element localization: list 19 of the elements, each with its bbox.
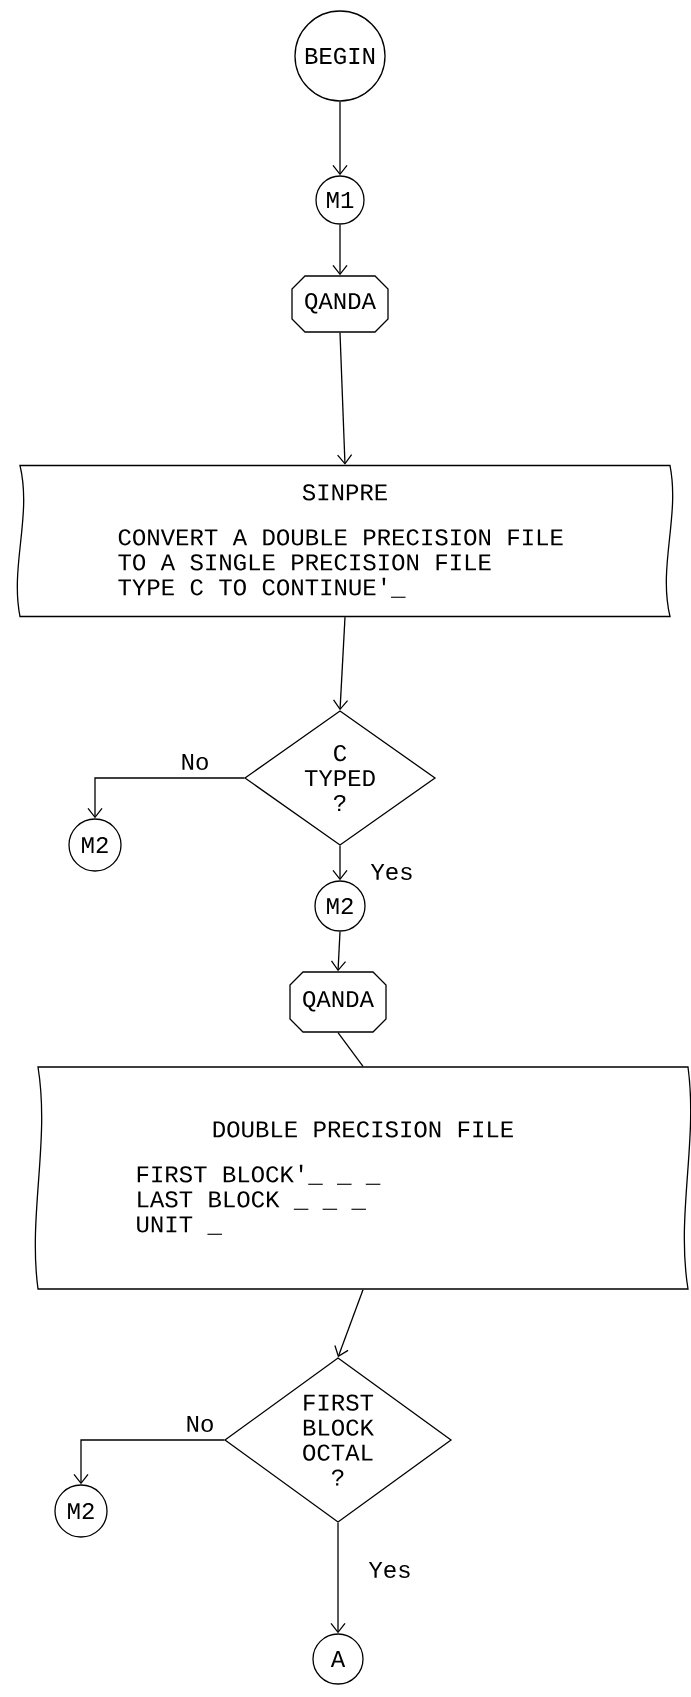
arrow: [332, 224, 348, 276]
edge-label: Yes: [367, 1561, 413, 1580]
arrow: [337, 332, 353, 465]
document-box: SINPRE CONVERT A DOUBLE PRECISION FILE TO A SINGLE PRECISION FILE TYPE C TO CONTINUE'_: [16, 464, 674, 618]
edge-label: Yes: [369, 863, 415, 882]
arrow: [87, 777, 245, 819]
edge-label: No: [184, 1415, 216, 1434]
document-box: DOUBLE PRECISION FILE FIRST BLOCK'_ _ _ LAST BLOCK _ _ _ UNIT _: [34, 1066, 691, 1290]
octagon-box: QANDA: [291, 275, 389, 333]
arrow: [330, 931, 347, 972]
octagon-box: QANDA: [289, 971, 387, 1033]
edge-label: No: [179, 753, 211, 772]
arrow: [332, 616, 349, 711]
arrow: [330, 1522, 346, 1634]
arrow: [334, 1289, 364, 1358]
connector-line: [337, 1032, 364, 1067]
arrow: [332, 845, 348, 881]
arrow: [73, 1439, 225, 1485]
arrow: [332, 101, 348, 176]
